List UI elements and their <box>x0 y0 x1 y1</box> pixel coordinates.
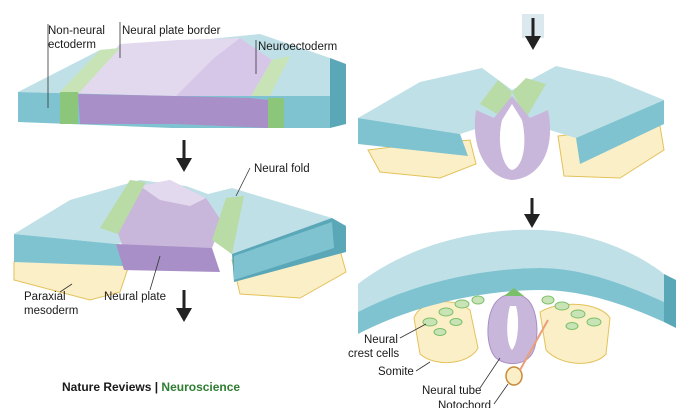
credit-journal: Nature Reviews <box>62 380 152 394</box>
credit-separator: | <box>151 380 161 394</box>
label-non-neural-2: ectoderm <box>48 39 96 51</box>
label-neural-fold: Neural fold <box>254 163 310 175</box>
label-neural-crest-1: Neural <box>364 334 398 346</box>
stage-2-neural-folds <box>14 180 346 300</box>
arrow-3-down <box>522 14 544 50</box>
arrow-2-down <box>176 290 192 322</box>
label-paraxial-1: Paraxial <box>24 291 66 303</box>
stage-3-folding <box>358 66 664 180</box>
label-neural-tube: Neural tube <box>422 385 481 397</box>
stage-4-neural-tube <box>358 230 676 385</box>
label-somite: Somite <box>378 366 414 378</box>
journal-credit: Nature Reviews | Neuroscience <box>62 380 240 394</box>
label-notochord: Notochord <box>438 400 491 408</box>
credit-section: Neuroscience <box>161 380 240 394</box>
label-neuroectoderm: Neuroectoderm <box>258 41 337 53</box>
arrow-4-down <box>524 198 540 228</box>
label-paraxial-2: mesoderm <box>24 305 78 317</box>
label-neural-plate-border: Neural plate border <box>122 25 221 37</box>
svg-text:Nature Reviews | Neuroscience: Nature Reviews | Neuroscience <box>62 380 240 394</box>
label-neural-crest-2: crest cells <box>348 348 399 360</box>
label-non-neural-1: Non-neural <box>48 25 105 37</box>
arrow-1-down <box>176 140 192 172</box>
label-neural-plate: Neural plate <box>104 291 166 303</box>
